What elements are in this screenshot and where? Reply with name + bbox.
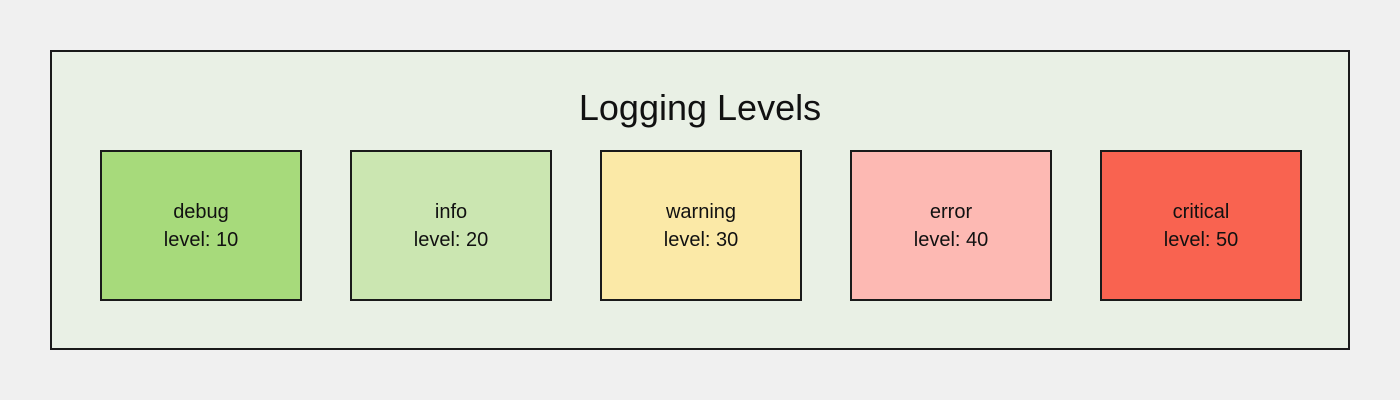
level-name: warning (665, 200, 737, 223)
level-box-info: info level: 20 (350, 150, 552, 301)
level-name: debug (173, 200, 229, 223)
level-value: level: 40 (913, 228, 989, 251)
level-box-debug: debug level: 10 (100, 150, 302, 301)
diagram-title: Logging Levels (578, 87, 822, 128)
level-value: level: 30 (663, 228, 739, 251)
level-name: info (434, 200, 468, 223)
level-box-error: error level: 40 (850, 150, 1052, 301)
level-box-warning: warning level: 30 (600, 150, 802, 301)
level-value: level: 20 (413, 228, 489, 251)
logging-levels-panel: Logging Levels debug level: 10 info leve… (50, 50, 1350, 350)
level-name: critical (1172, 200, 1230, 223)
level-name: error (929, 200, 973, 223)
level-box-critical: critical level: 50 (1100, 150, 1302, 301)
level-value: level: 50 (1163, 228, 1239, 251)
level-value: level: 10 (163, 228, 239, 251)
